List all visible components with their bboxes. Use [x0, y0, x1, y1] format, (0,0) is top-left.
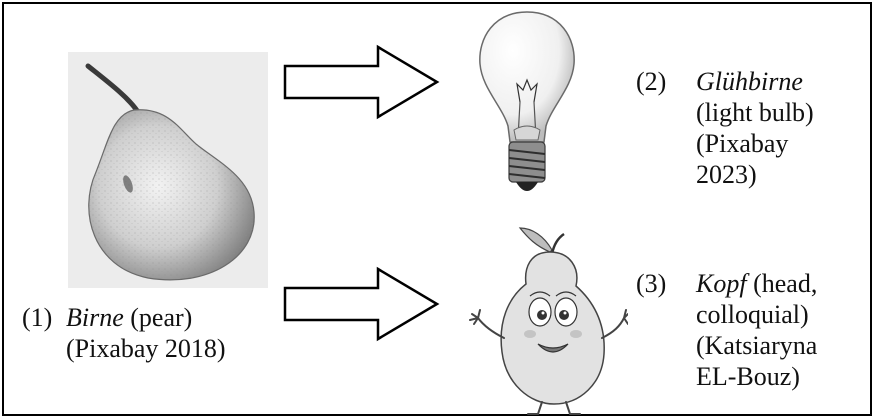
item3-source-line1: (Katsiaryna	[696, 330, 817, 361]
pear-image	[68, 52, 268, 288]
arrow-right-bottom	[282, 266, 442, 342]
item1-word: Birne	[66, 303, 124, 332]
item3-source-line2: EL-Bouz)	[696, 361, 817, 392]
cartoon-pear-image	[468, 222, 628, 418]
item1-number: (1)	[22, 302, 52, 333]
item3-word: Kopf	[696, 269, 747, 298]
item2-word: Glühbirne	[696, 67, 803, 96]
item1-caption: (1) Birne (pear) (Pixabay 2018)	[22, 302, 272, 366]
item2-gloss: (light bulb)	[696, 97, 814, 128]
item2-number: (2)	[636, 66, 666, 97]
arrow-right-top	[282, 44, 442, 120]
item1-source: (Pixabay 2018)	[66, 333, 226, 364]
item3-caption: (3) Kopf (head, colloquial) (Katsiaryna …	[636, 268, 866, 408]
item2-caption: (2) Glühbirne (light bulb) (Pixabay 2023…	[636, 66, 866, 196]
light-bulb-image	[472, 6, 582, 202]
item3-number: (3)	[636, 268, 666, 299]
item2-source-line2: 2023)	[696, 159, 814, 190]
item3-gloss-line1: (head,	[747, 269, 818, 298]
item3-gloss-line2: colloquial)	[696, 299, 817, 330]
item1-gloss: (pear)	[124, 303, 193, 332]
item2-source-line1: (Pixabay	[696, 128, 814, 159]
